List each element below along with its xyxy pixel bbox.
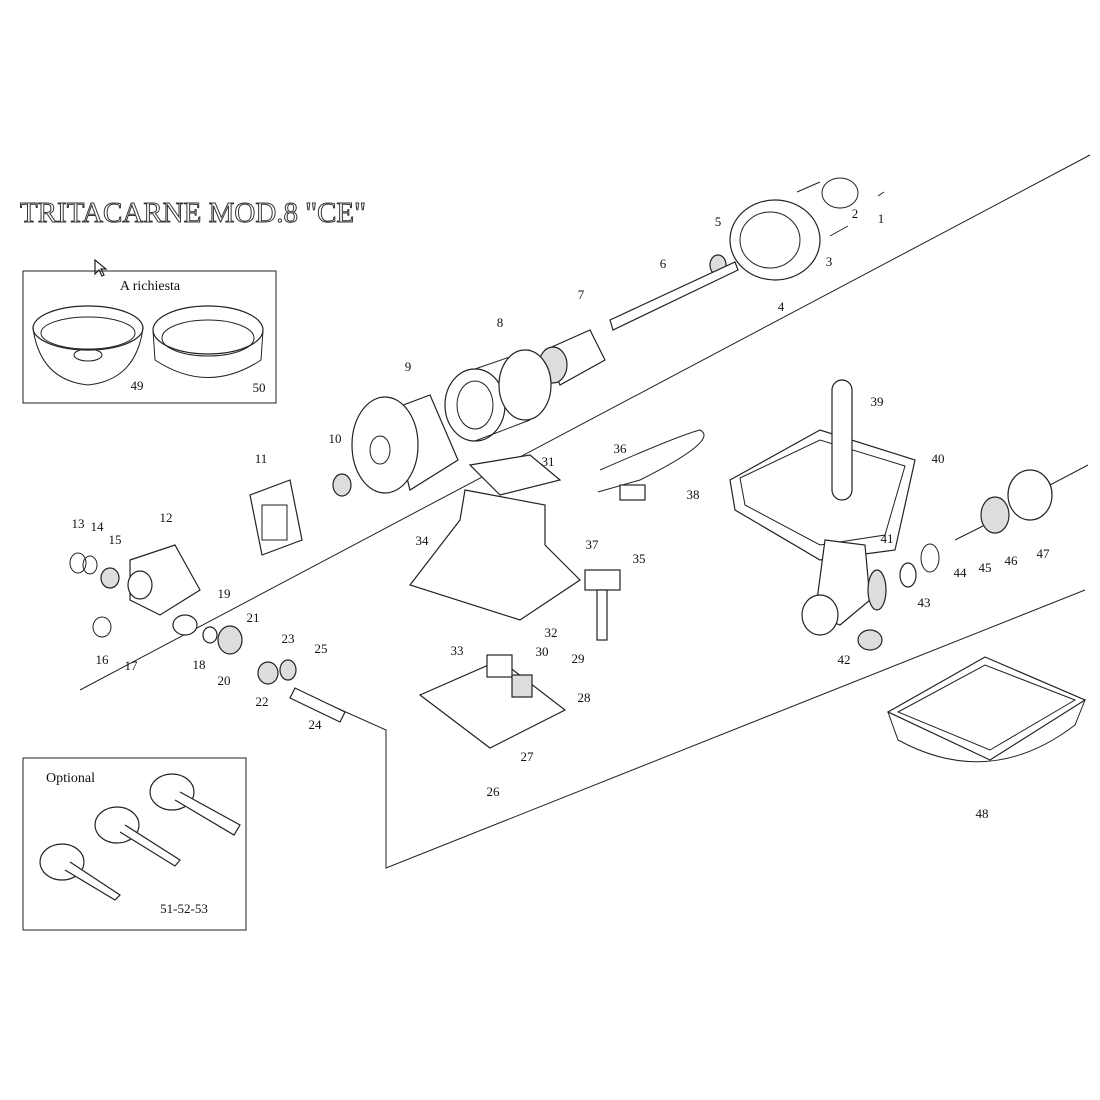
on-request-box [22,270,277,404]
gasket-11 [249,479,303,556]
optional-title: Optional [46,771,95,786]
switch-35 [584,569,621,641]
label-51-52-53: 51-52-53 [160,901,208,916]
assembly-axis-head [1049,464,1089,486]
part-label-35: 35 [633,551,646,566]
part-label-1: 1 [878,211,885,226]
feed-tray-40 [729,429,916,561]
mouse-cursor-icon [94,258,108,277]
part-label-9: 9 [405,359,412,374]
part-label-21: 21 [247,610,260,625]
part-label-38: 38 [687,487,700,502]
part-label-24: 24 [309,717,323,732]
rotor-shaft-6 [609,261,739,331]
part-label-41: 41 [881,531,894,546]
assembly-axis-link [329,589,1086,869]
rings-13-16 [69,552,120,638]
part-label-11: 11 [255,451,268,466]
part-label-20: 20 [218,673,231,688]
part-label-19: 19 [218,586,231,601]
part-label-17: 17 [125,658,139,673]
sausage-funnels [39,773,241,901]
part-label-44: 44 [954,565,968,580]
gearbox-12 [127,544,201,636]
shaft-24 [289,687,346,723]
part-label-12: 12 [160,510,173,525]
power-cord-38 [597,429,705,501]
circuit-board-27 [418,654,567,749]
label-50: 50 [253,380,266,395]
part-label-4: 4 [778,299,785,314]
assembly-axis-main [79,154,1091,691]
hopper-49 [32,305,144,386]
drip-tray-48 [886,656,1087,763]
part-label-33: 33 [451,643,464,658]
part-label-31: 31 [542,454,555,469]
part-label-14: 14 [91,519,105,534]
pusher-39 [831,379,853,501]
part-label-43: 43 [918,595,931,610]
part-label-6: 6 [660,256,667,271]
part-label-8: 8 [497,315,504,330]
part-label-7: 7 [578,287,585,302]
ring-2 [821,177,859,209]
motor-housing-9 [351,394,459,494]
screws-1-3 [796,181,885,237]
part-label-39: 39 [871,394,884,409]
part-label-29: 29 [572,651,585,666]
part-label-25: 25 [315,641,328,656]
part-label-40: 40 [932,451,945,466]
part-label-18: 18 [193,657,206,672]
part-label-3: 3 [826,254,833,269]
part-label-28: 28 [578,690,591,705]
part-label-45: 45 [979,560,992,575]
part-label-48: 48 [976,806,989,821]
part-label-5: 5 [715,214,722,229]
part-label-26: 26 [487,784,501,799]
part-label-10: 10 [329,431,342,446]
gear-20 [202,625,297,685]
part-label-2: 2 [852,206,859,221]
part-label-36: 36 [614,441,628,456]
tray-50 [152,305,264,378]
winding-8 [444,349,552,442]
part-label-37: 37 [586,537,600,552]
cutting-set-43-46 [899,469,1053,588]
bearing-10 [332,473,352,497]
part-label-23: 23 [282,631,295,646]
part-label-13: 13 [72,516,85,531]
part-label-47: 47 [1037,546,1051,561]
part-label-27: 27 [521,749,535,764]
label-49: 49 [131,378,144,393]
part-label-46: 46 [1005,553,1019,568]
part-label-22: 22 [256,694,269,709]
optional-box [22,757,247,931]
on-request-title: A richiesta [120,279,181,294]
stator-7 [538,329,606,386]
motor-cover-4 [729,199,821,281]
part-label-32: 32 [545,625,558,640]
part-label-15: 15 [109,532,122,547]
part-label-42: 42 [838,652,851,667]
part-label-16: 16 [96,652,110,667]
part-label-34: 34 [416,533,430,548]
part-label-30: 30 [536,644,549,659]
base-34 [409,454,581,621]
grinder-head-41 [801,539,887,651]
diagram-title: TRITACARNE MOD.8 "CE" [20,197,366,229]
